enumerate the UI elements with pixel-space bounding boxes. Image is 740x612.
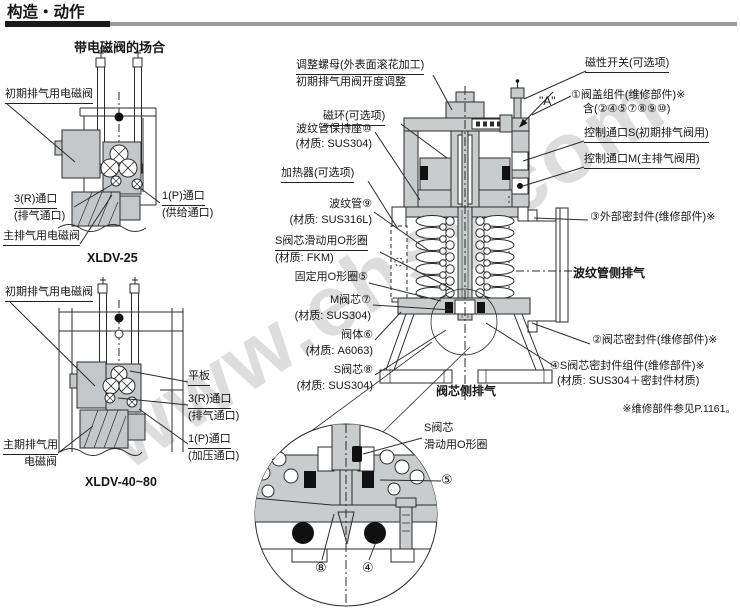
s-spool-seal-assy-label: ④S阀芯密封件组件(维修部件)※ — [550, 360, 705, 372]
detail-num8: ⑧ — [315, 560, 327, 575]
heater-label: 加热器(可选项) — [281, 167, 355, 183]
repair-parts-note: ※维修部件参见P.1161。 — [622, 403, 736, 415]
valve-body-label: 阀体⑥ — [341, 329, 373, 341]
magnet-ring-label: 磁环(可选项) — [323, 110, 386, 126]
m-spool-label: M阀芯⑦ — [329, 294, 371, 306]
xldv4080-plate-label: 平板 — [188, 370, 210, 386]
s-spool-oring-label: S阀芯滑动用O形圈 — [275, 235, 368, 251]
adjust-nut-label: 调整螺母(外表面滚花加工) — [296, 59, 425, 75]
xldv4080-main-solenoid-label2: 电磁阀 — [24, 456, 57, 468]
control-port-m-label: 控制通口M(主排气阀用) — [584, 153, 700, 169]
bellows-holder-sub: (材质: SUS304) — [295, 138, 372, 150]
xldv4080-port1-sub: (加压通口) — [188, 450, 240, 462]
bellows-sub: (材质: SUS316L) — [289, 214, 372, 226]
external-seal-label: ③外部密封件(维修部件)※ — [590, 211, 716, 223]
xldv25-drawing — [5, 50, 161, 245]
bellows-side-exhaust-label: 波纹管侧排气 — [573, 266, 646, 280]
xldv25-port3-sub: (排气通口) — [14, 210, 66, 222]
adjust-nut-sub: 初期排气用阀开度调整 — [296, 76, 406, 88]
fixing-oring-label: 固定用O形圈⑤ — [294, 271, 368, 283]
xldv25-port1-sub: (供给通口) — [162, 207, 214, 219]
with-solenoid-heading: 带电磁阀的场合 — [74, 40, 166, 55]
control-port-s-label: 控制通口S(初期排气阀用) — [584, 127, 709, 143]
s-spool-sub: (材质: SUS304) — [296, 380, 373, 392]
spool-seal-label: ②阀芯密封件(维修部件)※ — [592, 334, 718, 346]
detail-num5: ⑤ — [441, 472, 453, 487]
xldv25-port3-label: 3(R)通口 — [14, 193, 58, 209]
xldv4080-drawing — [9, 277, 189, 456]
title-rule-black — [5, 21, 110, 27]
xldv4080-caption: XLDV-40~80 — [85, 475, 157, 489]
xldv4080-initial-solenoid-label: 初期排气用电磁阀 — [5, 286, 93, 302]
xldv25-caption: XLDV-25 — [87, 251, 138, 265]
magnetic-switch-label: 磁性开关(可选项) — [585, 57, 670, 73]
detail-num4: ④ — [362, 560, 374, 575]
main-valve-drawing — [271, 70, 591, 461]
spool-side-exhaust-label: 阀芯侧排气 — [436, 384, 497, 398]
xldv4080-port3-label: 3(R)通口 — [188, 393, 232, 409]
s-spool-oring-sub: (材质: FKM) — [275, 252, 334, 264]
s-spool-label: S阀芯⑧ — [333, 364, 373, 376]
xldv4080-port1-label: 1(P)通口 — [188, 433, 231, 449]
page-title: 构造・动作 — [7, 4, 85, 21]
detail-s-spool-label: S阀芯 — [424, 422, 454, 434]
valve-body-sub: (材质: A6063) — [305, 345, 373, 357]
detail-view-drawing — [254, 423, 442, 607]
xldv25-main-solenoid-label: 主排气用电磁阀 — [3, 230, 80, 246]
detail-s-spool-label2: 滑动用O形圈 — [424, 439, 488, 451]
xldv4080-port3-sub: (排气通口) — [188, 410, 240, 422]
xldv25-port1-label: 1(P)通口 — [162, 190, 205, 206]
xldv25-initial-solenoid-label: 初期排气用电磁阀 — [5, 88, 93, 104]
m-spool-sub: (材质: SUS304) — [294, 310, 371, 322]
xldv4080-main-solenoid-label: 主期排气用 — [3, 439, 58, 455]
bellows-holder-label: 波纹管保持座⑩ — [296, 123, 372, 135]
s-spool-seal-assy-sub: (材质: SUS304＋密封件材质) — [557, 375, 700, 387]
bellows-label: 波纹管⑨ — [329, 198, 372, 210]
bonnet-assy-sub: 含(②④⑤⑦⑧⑨⑩) — [583, 103, 671, 115]
title-rule-gray — [5, 22, 737, 26]
marker-a: "A" — [539, 94, 556, 108]
bonnet-assy-label: ①阀盖组件(维修部件)※ — [571, 89, 686, 101]
